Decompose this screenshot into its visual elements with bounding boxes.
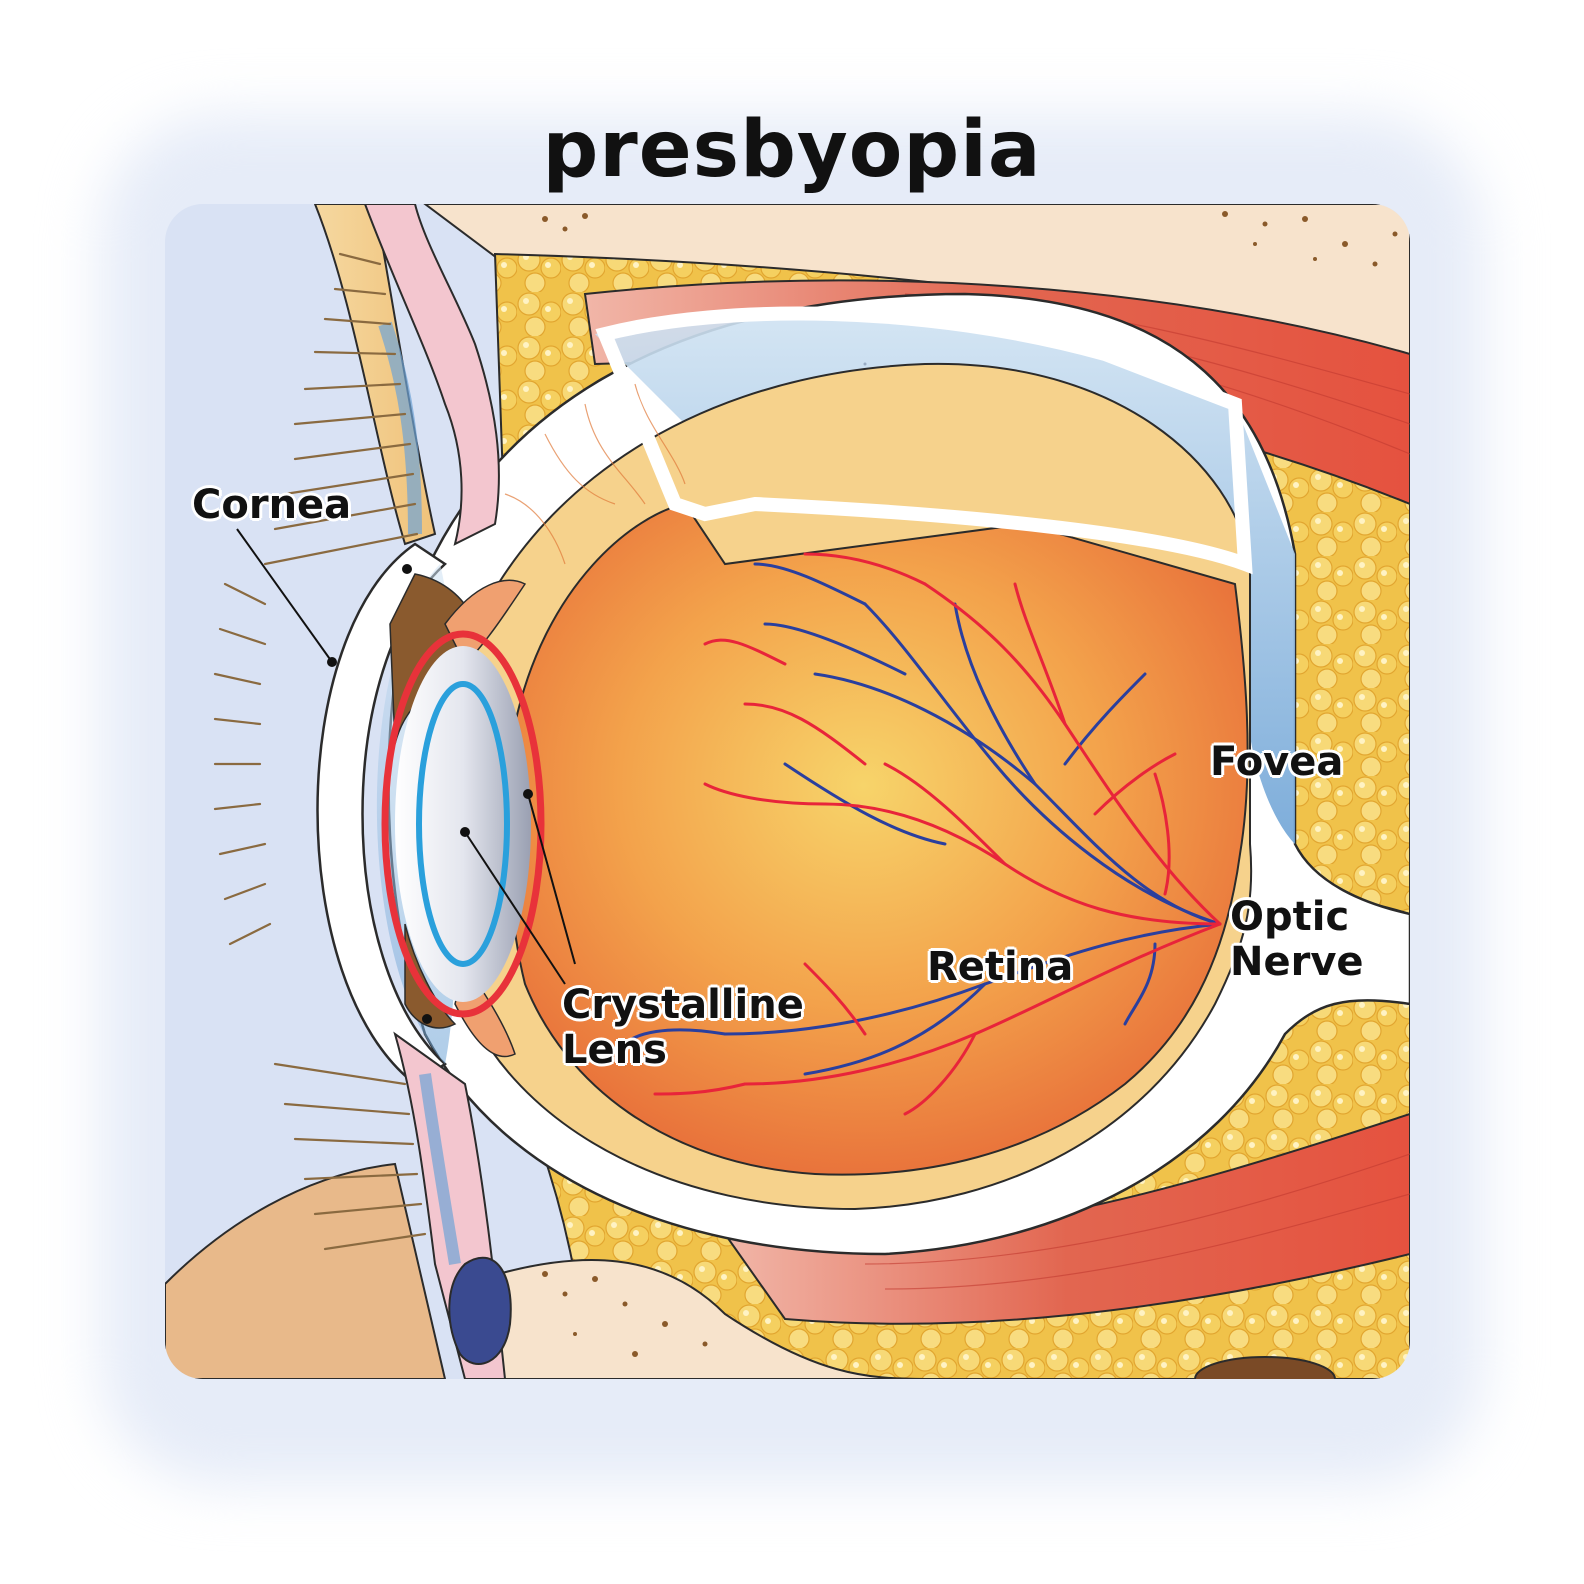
label-optic-nerve-2: Nerve xyxy=(1230,939,1364,985)
lacrimal-duct xyxy=(448,1256,512,1365)
eyelashes xyxy=(213,252,427,1251)
ciliary-body-upper xyxy=(444,579,527,666)
label-fovea: Fovea xyxy=(1210,739,1344,785)
lens-highlight-ring xyxy=(381,630,545,1018)
retinal-arteries xyxy=(653,552,1222,1116)
bone-speckles-top xyxy=(542,211,1398,267)
label-retina: Retina xyxy=(927,944,1074,990)
vitreous-body xyxy=(507,502,1249,1176)
lower-bone-cavity xyxy=(1194,1356,1336,1379)
upper-lid-tissue xyxy=(363,204,500,546)
lens-capsule-ring xyxy=(416,681,510,967)
crystalline-lens xyxy=(395,646,531,1002)
diagram-title: presbyopia xyxy=(542,105,1042,195)
iris-lower xyxy=(404,923,457,1029)
label-lens-1: Crystalline xyxy=(562,982,804,1028)
retinal-veins xyxy=(623,562,1222,1076)
cheek xyxy=(165,1162,447,1379)
label-optic-nerve-1: Optic xyxy=(1230,894,1350,940)
eye-cross-section: Cornea Fovea Optic Nerve Retina Crystall… xyxy=(165,204,1410,1379)
label-lens-2: Lens xyxy=(562,1027,667,1073)
bone-speckles-bottom xyxy=(542,1271,708,1357)
label-cornea: Cornea xyxy=(192,482,352,528)
callout-lines xyxy=(236,528,576,1024)
orbital-bone-bottom xyxy=(464,1259,926,1379)
cutaway-edge xyxy=(595,306,1253,575)
eye-illustration xyxy=(165,204,1410,1379)
